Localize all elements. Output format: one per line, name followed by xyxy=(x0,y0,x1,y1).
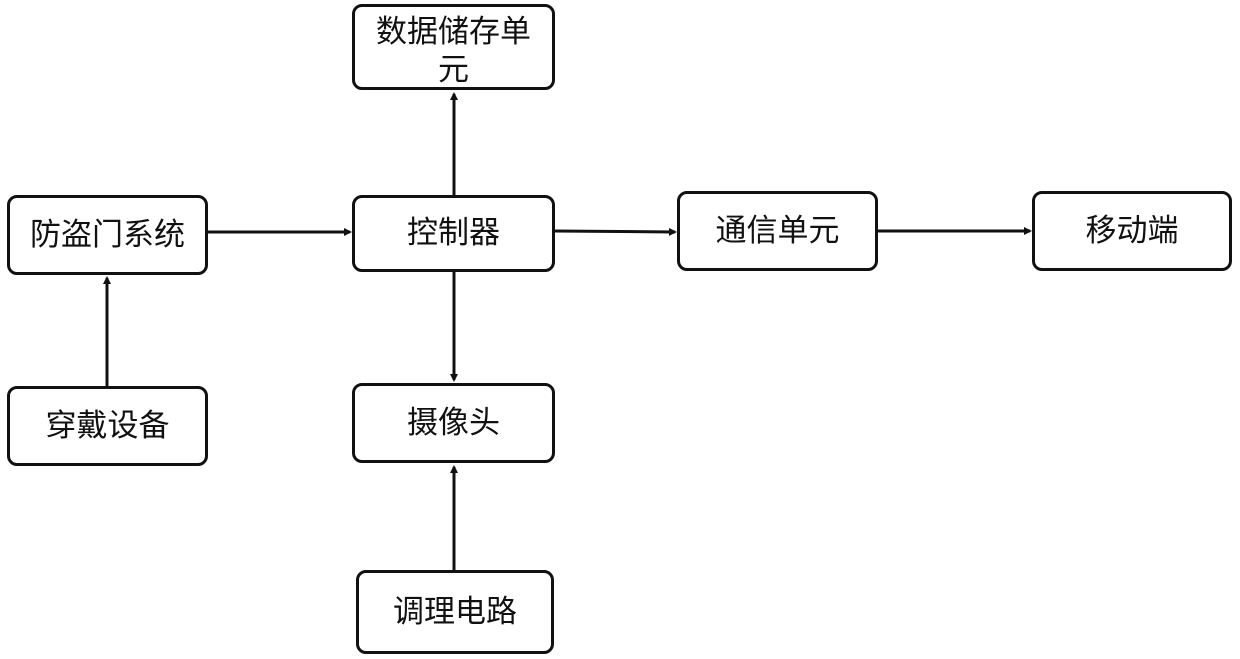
communication-unit-box: 通信单元 xyxy=(677,191,878,271)
camera-label: 摄像头 xyxy=(407,406,500,440)
mobile-terminal-label: 移动端 xyxy=(1086,214,1179,248)
anti-theft-door-system-box: 防盗门系统 xyxy=(7,195,208,275)
edge-controller-to-comm xyxy=(555,231,675,232)
anti-theft-door-system-label: 防盗门系统 xyxy=(30,218,185,252)
mobile-terminal-box: 移动端 xyxy=(1032,191,1232,271)
data-storage-unit-label: 数据储存单元 xyxy=(369,13,539,89)
data-storage-unit-box: 数据储存单元 xyxy=(352,4,555,90)
controller-label: 控制器 xyxy=(407,216,500,250)
conditioning-circuit-box: 调理电路 xyxy=(356,570,554,654)
conditioning-circuit-label: 调理电路 xyxy=(393,595,517,629)
controller-box: 控制器 xyxy=(352,195,555,272)
communication-unit-label: 通信单元 xyxy=(716,214,840,248)
wearable-device-label: 穿戴设备 xyxy=(46,409,170,443)
camera-box: 摄像头 xyxy=(352,383,555,463)
wearable-device-box: 穿戴设备 xyxy=(7,386,208,466)
